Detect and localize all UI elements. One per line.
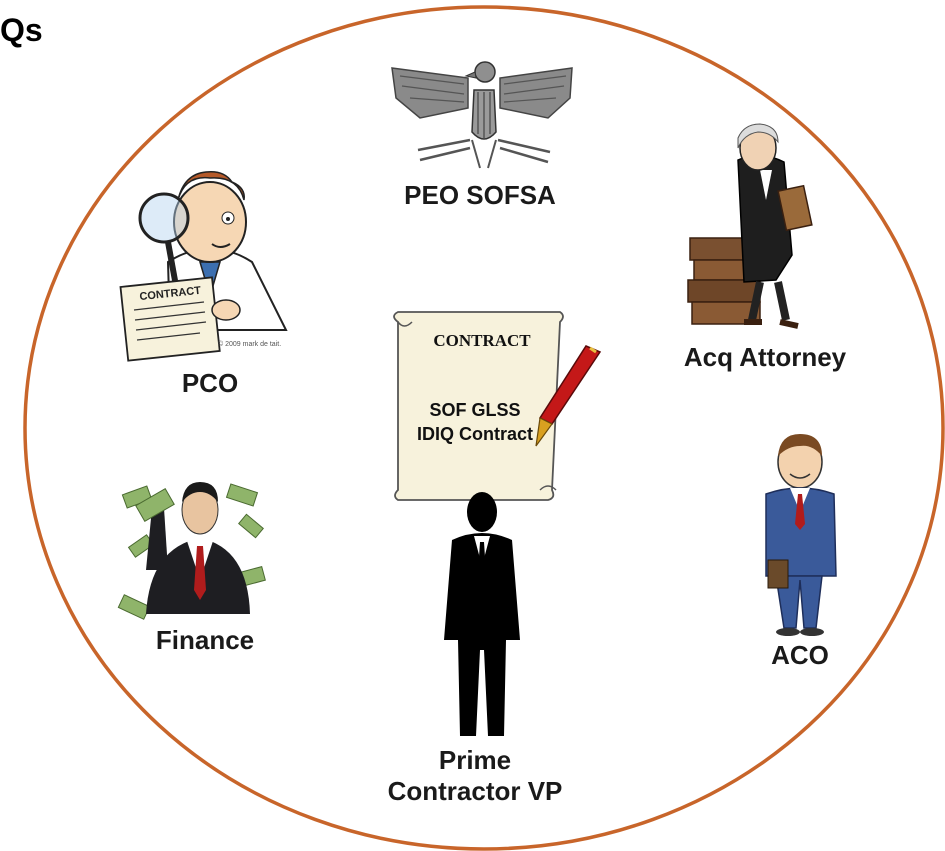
- contract-heading: CONTRACT: [433, 331, 531, 350]
- inspector-with-magnifier-icon: [119, 170, 288, 362]
- role-label-aco: ACO: [771, 640, 829, 670]
- businessman-icon: [765, 434, 837, 636]
- contract-scroll-icon: [393, 311, 564, 501]
- role-label-peo-sofsa: PEO SOFSA: [404, 180, 556, 210]
- eagle-insignia-icon: [391, 61, 573, 169]
- contract-line-1: SOF GLSS: [429, 400, 521, 420]
- pen-icon: [535, 345, 602, 447]
- stakeholder-circle: [23, 5, 945, 851]
- page-title: Qs: [0, 12, 43, 48]
- contract-line-2: IDIQ Contract: [416, 424, 533, 445]
- executive-silhouette-icon: [444, 492, 520, 736]
- contract-body: SOF GLSS IDIQ Contract: [405, 398, 545, 447]
- businessman-with-money-icon: [117, 482, 266, 620]
- attorney-with-books-icon: [687, 123, 813, 329]
- role-label-pco: PCO: [181, 368, 239, 398]
- role-label-acq-attorney: Acq Attorney: [683, 342, 847, 372]
- role-label-finance: Finance: [155, 625, 255, 655]
- role-label-prime-line1: Prime: [438, 745, 512, 775]
- role-label-prime-line2: Contractor VP: [387, 776, 563, 807]
- role-label-prime-contractor-vp: Prime Contractor VP: [360, 745, 590, 807]
- pco-credit: © 2009 mark de tait.: [218, 340, 281, 348]
